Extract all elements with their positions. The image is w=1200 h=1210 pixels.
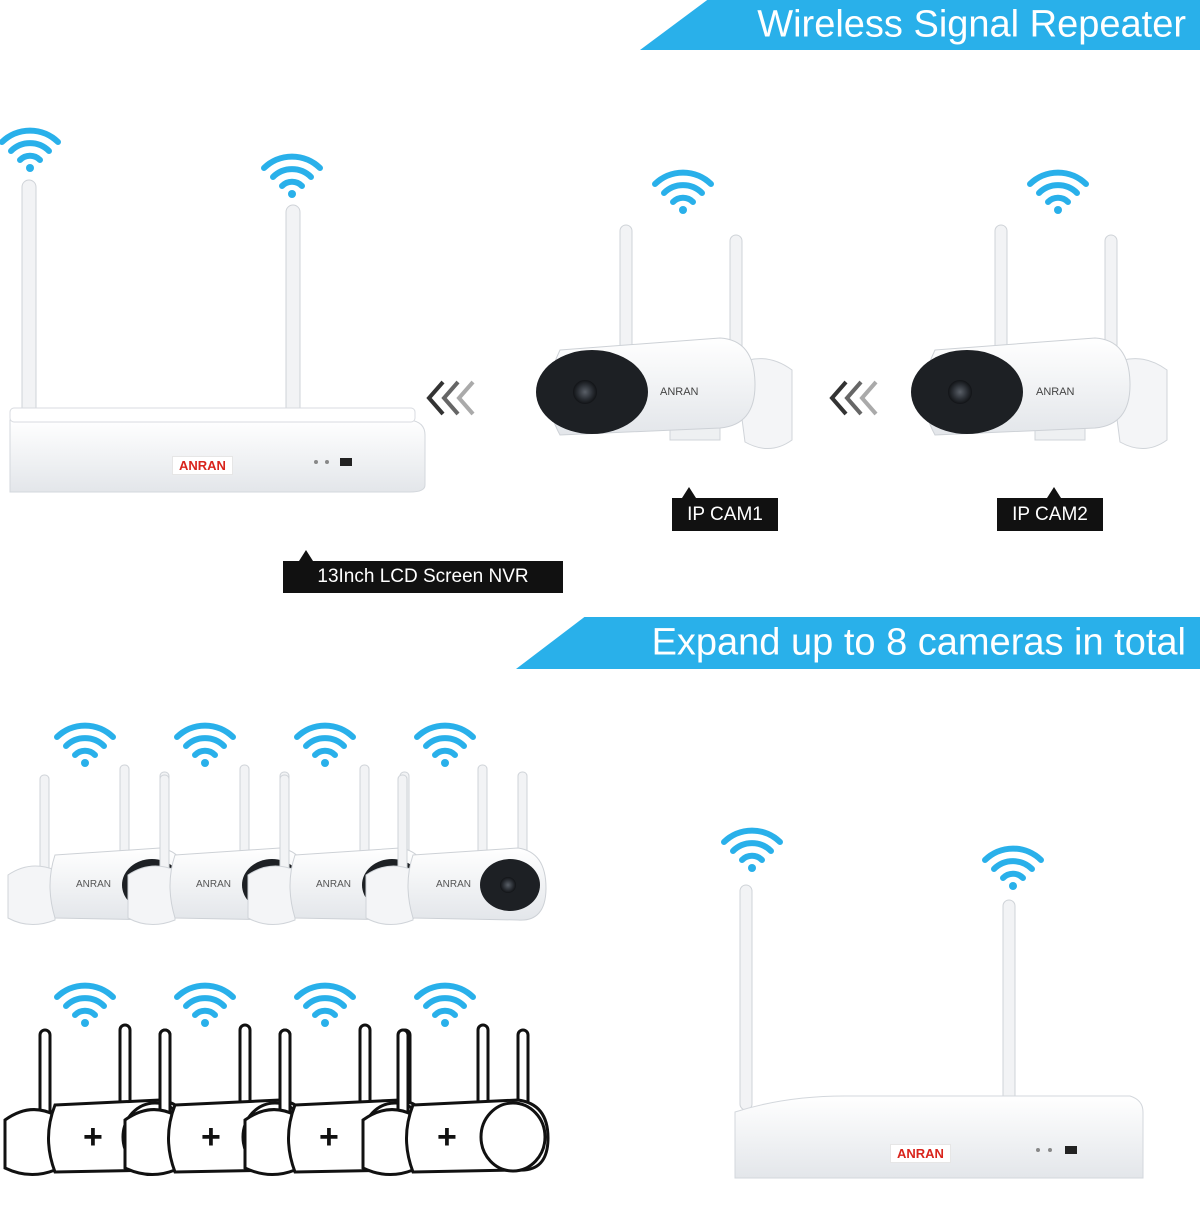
wifi-icon <box>205 1005 206 1006</box>
label-ip-cam2: IP CAM2 <box>997 487 1103 531</box>
label-ip-cam2-text: IP CAM2 <box>1012 503 1088 525</box>
wifi-icon <box>292 176 293 177</box>
label-ip-cam1: IP CAM1 <box>672 487 778 531</box>
banner-title: Expand up to 8 cameras in total <box>651 621 1186 664</box>
cam1-brand-logo: ANRAN <box>660 386 699 398</box>
wifi-icon <box>1058 192 1059 193</box>
wifi-icon <box>85 745 86 746</box>
chevron-left-icon <box>426 380 475 416</box>
wifi-icon <box>325 1005 326 1006</box>
label-nvr-text: 13Inch LCD Screen NVR <box>317 566 529 587</box>
wifi-icon <box>85 1005 86 1006</box>
label-nvr: 13Inch LCD Screen NVR <box>283 550 563 593</box>
wifi-icon <box>445 745 446 746</box>
banner-title: Wireless Signal Repeater <box>757 3 1186 46</box>
wifi-icon <box>205 745 206 746</box>
wifi-icon <box>683 192 684 193</box>
banner-expand-cameras: Expand up to 8 cameras in total <box>516 617 1200 669</box>
wifi-icon <box>325 745 326 746</box>
plus-icon: + <box>83 1118 103 1156</box>
camera-row-logo-1: ANRAN <box>76 879 112 890</box>
nvr-bottom-brand-logo: ANRAN <box>890 1144 951 1163</box>
wifi-icon <box>1013 868 1014 869</box>
wifi-icon <box>30 150 31 151</box>
camera-row <box>7 764 547 926</box>
nvr-brand-logo: ANRAN <box>172 456 233 475</box>
plus-icon: + <box>437 1118 457 1156</box>
placeholder-camera-row <box>3 1023 550 1177</box>
camera-row-logo-3: ANRAN <box>316 879 352 890</box>
ip-camera-1 <box>536 224 793 449</box>
camera-row-logo-4: ANRAN <box>436 879 472 890</box>
plus-icon: + <box>319 1118 339 1156</box>
nvr-device-top <box>9 179 426 493</box>
plus-icon: + <box>201 1118 221 1156</box>
nvr-device-bottom <box>734 884 1144 1179</box>
cam2-brand-logo: ANRAN <box>1036 386 1075 398</box>
banner-wireless-signal-repeater: Wireless Signal Repeater <box>640 0 1200 50</box>
chevron-left-icon <box>829 380 878 416</box>
ip-camera-2 <box>911 224 1168 449</box>
label-ip-cam1-text: IP CAM1 <box>687 503 763 525</box>
camera-row-logo-2: ANRAN <box>196 879 232 890</box>
wifi-icon <box>752 850 753 851</box>
wifi-icon <box>445 1005 446 1006</box>
